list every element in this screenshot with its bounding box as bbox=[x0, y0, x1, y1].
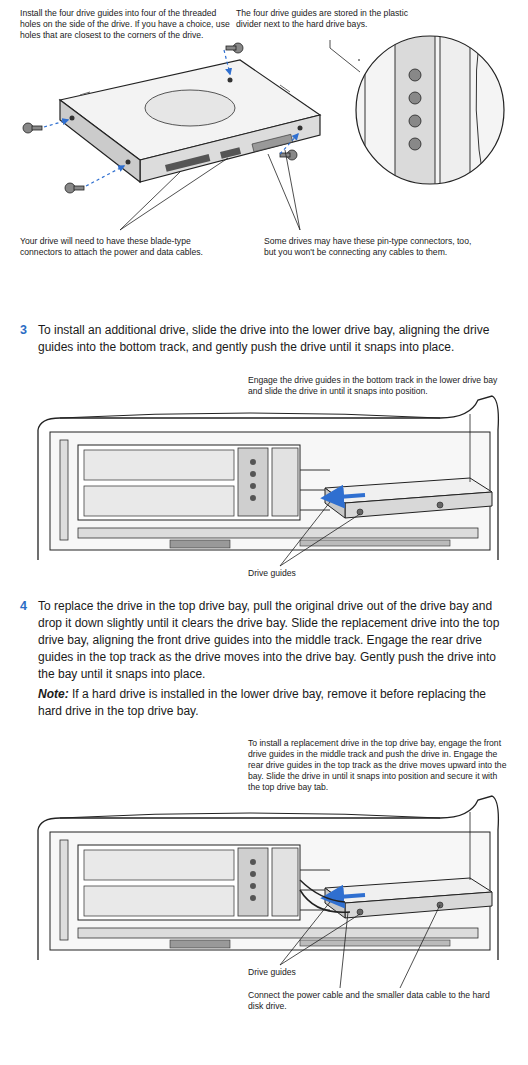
inset-divider bbox=[350, 30, 510, 190]
callout-text: Install the four drive guides into four … bbox=[20, 8, 230, 40]
callout-text: Drive guides bbox=[248, 967, 296, 977]
callout-text-block: Install the four drive guides into four … bbox=[20, 8, 232, 41]
callout-text: Connect the power cable and the smaller … bbox=[248, 990, 490, 1011]
callout-text-block: Connect the power cable and the smaller … bbox=[248, 990, 493, 1012]
callout-text: To install a replacement drive in the to… bbox=[248, 738, 506, 792]
note-heading-block: Note: If a hard drive is installed in th… bbox=[38, 686, 513, 720]
step-text: To install an additional drive, slide th… bbox=[38, 323, 489, 354]
step-text: To replace the drive in the top drive ba… bbox=[38, 599, 499, 681]
note-text: If a hard drive is installed in the lowe… bbox=[38, 687, 486, 718]
step-number: 4 bbox=[20, 599, 27, 613]
step-text-block: To replace the drive in the top drive ba… bbox=[38, 598, 513, 683]
space bbox=[69, 687, 72, 701]
mac-pro-bay-illustration bbox=[38, 796, 498, 960]
callout-text-block: To install a replacement drive in the to… bbox=[248, 738, 510, 793]
callout-text: Drive guides bbox=[248, 568, 296, 578]
callout-text-block: Drive guides bbox=[248, 568, 368, 579]
callout-text: Your drive will need to have these blade… bbox=[20, 236, 203, 257]
callout-text-block: Engage the drive guides in the bottom tr… bbox=[248, 375, 510, 397]
step-number: 3 bbox=[20, 323, 27, 337]
leader-lines bbox=[120, 40, 360, 230]
step-text-block: To install an additional drive, slide th… bbox=[38, 322, 513, 356]
step-number-block: 3 bbox=[20, 322, 34, 339]
callout-text-block: The four drive guides are stored in the … bbox=[236, 8, 426, 30]
callout-text: Engage the drive guides in the bottom tr… bbox=[248, 375, 497, 396]
hard-drive-illustration bbox=[23, 43, 320, 193]
mac-pro-bay-illustration bbox=[38, 396, 498, 560]
callout-text-block: Drive guides bbox=[248, 967, 368, 978]
leader-lines bbox=[280, 414, 470, 988]
note-heading: Note: bbox=[38, 687, 69, 701]
callout-text-block: Your drive will need to have these blade… bbox=[20, 236, 235, 258]
callout-text: Some drives may have these pin-type conn… bbox=[264, 236, 471, 257]
step-number-block: 4 bbox=[20, 598, 34, 615]
callout-text-block: Some drives may have these pin-type conn… bbox=[264, 236, 474, 258]
callout-text: The four drive guides are stored in the … bbox=[236, 8, 408, 29]
